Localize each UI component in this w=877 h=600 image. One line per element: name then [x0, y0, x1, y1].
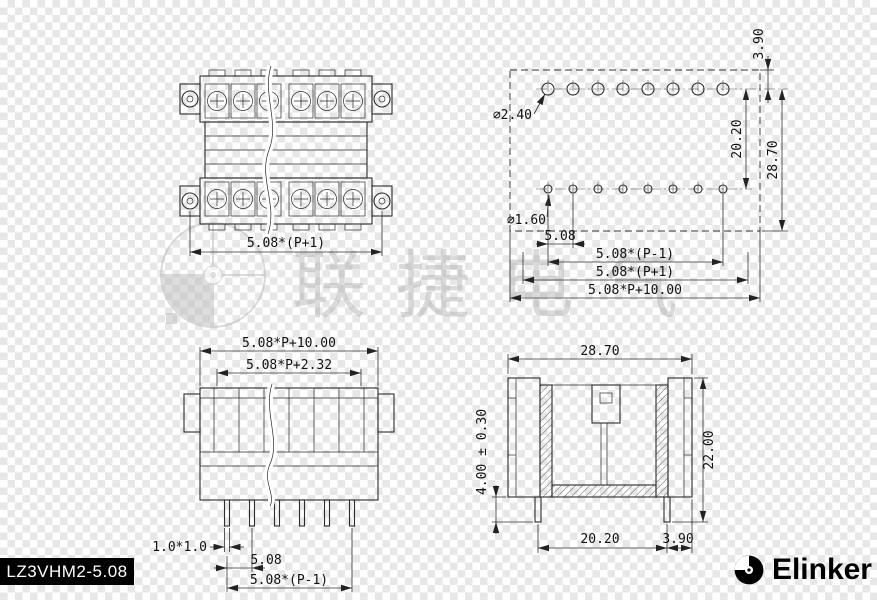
bottom-hole-ticks [547, 182, 724, 196]
dim-holes-overall: 28.70 [766, 140, 781, 179]
watermark-logo [148, 215, 278, 349]
top-hole-ticks [547, 80, 724, 98]
dim-section-edge-offset: 3.90 [662, 532, 693, 547]
brand-logo: Elinker [731, 552, 872, 588]
dim-front-mount-span: 5.08*(P+1) [247, 236, 325, 251]
section-height-dim [672, 377, 708, 523]
dim-section-pin-length: 4.00 ± 0.30 [475, 409, 490, 495]
holes-edge-offset-dim [760, 56, 774, 103]
right-leg [663, 496, 671, 523]
profile-top-dims [199, 347, 379, 386]
solder-pins [223, 499, 356, 527]
section-view: 28.70 22.00 4.00 ± 0.30 20.20 [475, 344, 717, 553]
dim-holes-row-spacing: 20.20 [730, 119, 745, 158]
left-wall-section [539, 384, 553, 498]
break-line [265, 65, 273, 235]
bottom-row-terminals [204, 181, 366, 217]
front-view-dimension [189, 211, 383, 256]
hole-pattern-view: ⌀2.40 ⌀1.60 3.90 20.20 28.70 [493, 28, 788, 302]
dim-profile-pitch: 5.08 [250, 553, 281, 568]
watermark-logo-icon [160, 222, 266, 328]
dim-hole-dia-bottom: ⌀1.60 [507, 213, 546, 228]
top-row-terminals [204, 83, 366, 119]
right-wall-section [655, 384, 669, 498]
terminal-dividers [213, 388, 365, 452]
dim-section-row-spacing: 20.20 [580, 532, 619, 547]
brand-icon [734, 555, 764, 585]
dim-section-width: 28.70 [580, 344, 619, 359]
holes-bottom-dims [509, 194, 761, 302]
part-number-text: LZ3VHM2-5.08 [6, 561, 128, 581]
dim-pin-size: 1.0*1.0 [152, 540, 207, 555]
dim-holes-pitch: 5.08 [544, 229, 575, 244]
base-section [551, 484, 657, 498]
break-line [267, 383, 274, 507]
dim-profile-total: 5.08*P+10.00 [242, 336, 336, 351]
brand-name: Elinker [771, 553, 872, 586]
dim-holes-span-pp1: 5.08*(P+1) [596, 265, 674, 280]
section-bottom-dims [537, 499, 693, 553]
front-view: 5.08*(P+1) [179, 64, 393, 256]
dim-holes-span-pm1: 5.08*(P-1) [596, 247, 674, 262]
left-leg [534, 496, 542, 523]
section-pin-length-dim [492, 485, 533, 534]
dim-profile-span-pm1: 5.08*(P-1) [250, 573, 328, 588]
dim-holes-total: 5.08*P+10.00 [588, 283, 682, 298]
dim-hole-dia-top: ⌀2.40 [493, 108, 532, 123]
dim-profile-body: 5.08*P+2.32 [246, 358, 332, 373]
section-width-dim [507, 354, 693, 374]
watermark-text: 联捷电气 [292, 243, 708, 329]
profile-view: 5.08*P+10.00 5.08*P+2.32 [152, 336, 395, 592]
part-number-label: LZ3VHM2-5.08 [0, 558, 134, 585]
dim-section-height: 22.00 [702, 430, 717, 469]
profile-bottom-dims [210, 528, 353, 592]
dim-holes-edge-offset: 3.90 [752, 28, 767, 59]
